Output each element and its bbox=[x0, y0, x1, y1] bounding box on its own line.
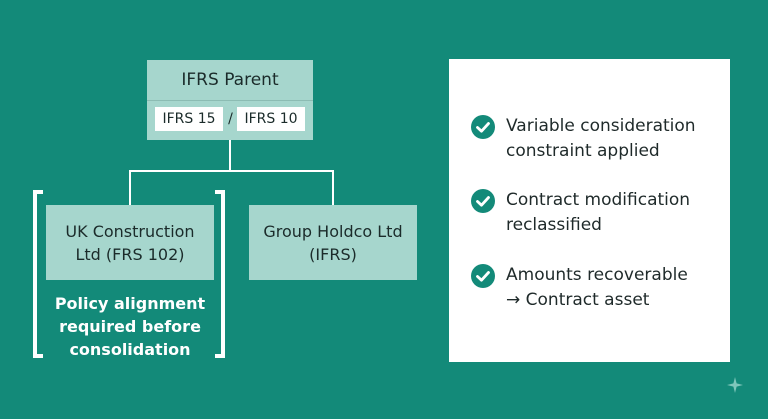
uk-construction-box: UK Construction Ltd (FRS 102) bbox=[46, 205, 214, 280]
connector-parent-down bbox=[229, 140, 231, 170]
uk-construction-standard: Ltd (FRS 102) bbox=[75, 245, 185, 264]
checklist-panel: Variable consideration constraint applie… bbox=[449, 59, 730, 362]
sparkle-icon bbox=[727, 377, 743, 393]
standard-chip-ifrs15: IFRS 15 bbox=[155, 107, 223, 131]
parent-divider bbox=[147, 100, 313, 101]
right-bracket bbox=[215, 190, 225, 358]
group-holdco-box: Group Holdco Ltd (IFRS) bbox=[249, 205, 417, 280]
policy-note-line-1: Policy alignment bbox=[54, 294, 206, 313]
checklist-item-line-2: → Contract asset bbox=[506, 290, 650, 310]
checklist-item-line-1: Contract modification bbox=[506, 190, 691, 210]
checklist-item-text: Variable consideration constraint applie… bbox=[506, 114, 726, 164]
policy-alignment-note: Policy alignment required before consoli… bbox=[46, 292, 214, 361]
left-bracket bbox=[33, 190, 43, 358]
checklist-item-line-1: Amounts recoverable bbox=[506, 265, 688, 285]
check-circle-icon bbox=[471, 115, 495, 139]
policy-note-line-2: required before bbox=[59, 317, 201, 336]
check-circle-icon bbox=[471, 189, 495, 213]
connector-to-group-holdco bbox=[332, 170, 334, 206]
checklist-item-line-1: Variable consideration bbox=[506, 116, 696, 136]
checklist-item-line-2: reclassified bbox=[506, 215, 602, 235]
parent-entity-title: IFRS Parent bbox=[181, 70, 279, 90]
check-circle-icon bbox=[471, 264, 495, 288]
uk-construction-name: UK Construction bbox=[65, 222, 195, 241]
checklist-item-text: Amounts recoverable → Contract asset bbox=[506, 263, 726, 313]
connector-to-uk-construction bbox=[129, 170, 131, 206]
standards-separator: / bbox=[228, 111, 233, 127]
policy-note-line-3: consolidation bbox=[69, 340, 191, 359]
standard-chip-ifrs10: IFRS 10 bbox=[237, 107, 305, 131]
checklist-item-text: Contract modification reclassified bbox=[506, 188, 726, 238]
checklist-item-line-2: constraint applied bbox=[506, 141, 660, 161]
group-holdco-standard: (IFRS) bbox=[309, 245, 357, 264]
connector-horizontal bbox=[129, 170, 334, 172]
group-holdco-name: Group Holdco Ltd bbox=[263, 222, 403, 241]
